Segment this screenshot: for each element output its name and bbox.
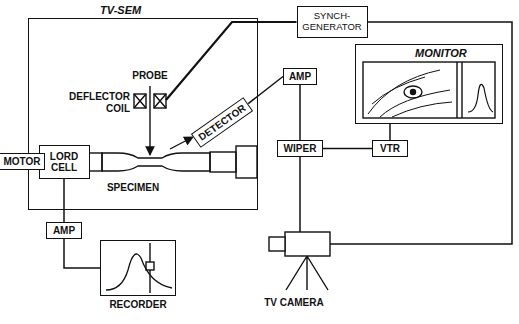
load-cell-box: LORD CELL bbox=[39, 145, 90, 179]
coil-cross bbox=[154, 94, 166, 108]
amp-box: AMP bbox=[283, 68, 317, 85]
monitor-frame: MONITOR bbox=[355, 44, 503, 124]
connector bbox=[248, 77, 283, 104]
holder bbox=[236, 146, 257, 178]
connector bbox=[64, 239, 100, 268]
screen bbox=[363, 62, 495, 118]
vtr-box: VTR bbox=[372, 140, 408, 157]
coil-wire bbox=[166, 22, 297, 100]
coil-cross bbox=[134, 94, 146, 108]
box-label: LORD CELL bbox=[40, 151, 89, 174]
connector bbox=[389, 124, 391, 140]
recorder-pen bbox=[146, 262, 154, 270]
screen-lines bbox=[368, 70, 452, 117]
camera-lens bbox=[269, 237, 285, 251]
amp-box: AMP bbox=[46, 222, 82, 239]
screen-curve bbox=[468, 84, 493, 112]
probe-beam bbox=[149, 86, 150, 155]
detector-box: DETECTOR bbox=[191, 97, 253, 148]
sync-wire bbox=[330, 22, 512, 244]
part-label: PROBE bbox=[126, 70, 174, 82]
synch-generator-box: SYNCH- GENERATOR bbox=[297, 6, 368, 38]
screen-bar bbox=[457, 62, 462, 118]
deflector-coil bbox=[134, 94, 146, 108]
connector bbox=[299, 85, 301, 140]
box-label: MOTOR bbox=[3, 156, 40, 168]
connector bbox=[323, 148, 372, 150]
box-label: AMP bbox=[289, 71, 311, 83]
box-label: AMP bbox=[53, 225, 75, 237]
sem-chamber: TV-SEM LORD CELL DETECTOR bbox=[28, 4, 258, 210]
frame-border bbox=[100, 240, 176, 296]
box-label: WIPER bbox=[284, 143, 317, 155]
camera-wire bbox=[299, 157, 301, 232]
box-label: VTR bbox=[380, 143, 400, 155]
frame-title: TV-SEM bbox=[100, 4, 141, 16]
part-label: DEFLECTOR COIL bbox=[66, 91, 130, 114]
motor-box: MOTOR bbox=[0, 153, 45, 170]
deflector-coil bbox=[154, 94, 166, 108]
screen-object bbox=[404, 86, 422, 98]
frame-title: MONITOR bbox=[415, 47, 467, 59]
camera-body bbox=[285, 232, 330, 256]
part-label: TV CAMERA bbox=[256, 297, 332, 309]
screen-object bbox=[411, 90, 416, 95]
tripod bbox=[286, 256, 328, 290]
specimen-shape bbox=[102, 153, 210, 171]
wiper-box: WIPER bbox=[277, 140, 323, 157]
recorder-curve bbox=[106, 254, 172, 290]
box-label: SYNCH- GENERATOR bbox=[298, 11, 367, 33]
recorder-box: RECORDER bbox=[100, 240, 176, 312]
part-label: SPECIMEN bbox=[100, 182, 166, 194]
box-label: DETECTOR bbox=[196, 102, 248, 143]
grip bbox=[210, 152, 236, 172]
frame-title: RECORDER bbox=[100, 299, 176, 310]
signal-arrow bbox=[170, 137, 193, 149]
connector bbox=[63, 179, 65, 222]
